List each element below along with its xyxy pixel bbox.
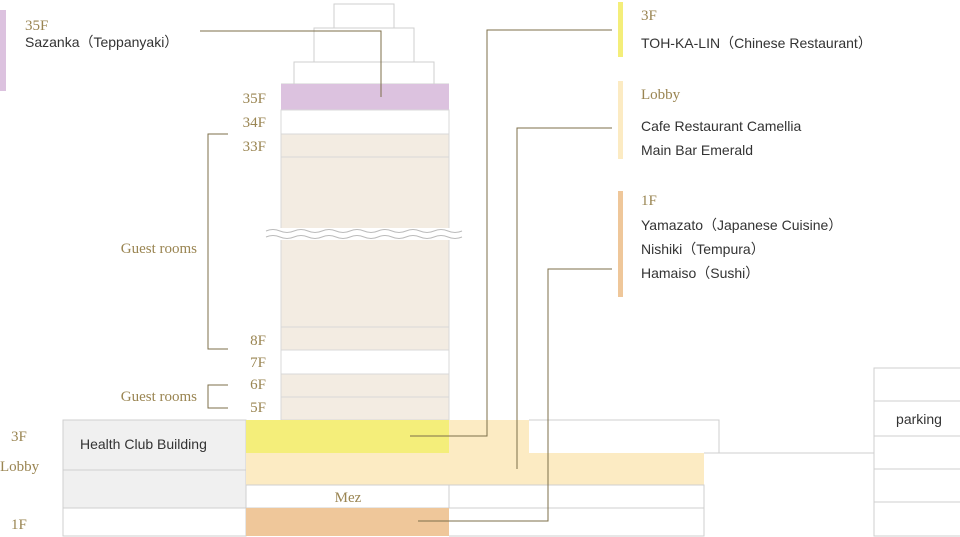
legend-lobby-item: Main Bar Emerald [641, 142, 753, 158]
legend-tohkalin-floor: 3F [641, 8, 657, 24]
legend-sazanka-swatch [0, 10, 6, 91]
leader-lines [200, 29, 612, 522]
leader-1f [418, 268, 612, 522]
floor-label-33f: 33F [243, 139, 266, 155]
floor-break-wave [264, 228, 468, 240]
legend-lobby-swatch [618, 81, 623, 159]
area-lobby[interactable] [246, 453, 704, 485]
floor-label-34f: 34F [243, 115, 266, 131]
floor-label-7f: 7F [250, 355, 266, 371]
floor-34 [280, 109, 450, 135]
level-label-lobby: Lobby [0, 459, 40, 475]
level-label-1f: 1F [11, 517, 27, 533]
upper-wing-outline [529, 419, 720, 453]
legend-1f-swatch [618, 191, 623, 297]
guest-rooms-brackets [207, 133, 228, 409]
legend-tohkalin-swatch [618, 2, 623, 57]
health-club-label: Health Club Building [80, 436, 207, 452]
floor-label-8f: 8F [250, 333, 266, 349]
guest-rooms-lower-label: Guest rooms [121, 389, 197, 405]
area-1f-restaurants[interactable] [246, 508, 449, 536]
guest-rooms-upper-block [280, 133, 450, 351]
guest-rooms-upper-label: Guest rooms [121, 241, 197, 257]
legend-sazanka-floor: 35F [25, 18, 48, 34]
floor-6 [280, 373, 450, 398]
annex-outline [704, 452, 875, 536]
health-club-1f [62, 507, 247, 537]
leader-tohkalin [410, 29, 612, 437]
legend-1f-floor: 1F [641, 193, 657, 209]
leader-sazanka [200, 30, 382, 97]
legend-1f[interactable]: 1F Yamazato（Japanese Cuisine） Nishiki（Te… [618, 191, 842, 297]
legend-sazanka-name: Sazanka（Teppanyaki） [25, 34, 178, 50]
legend-lobby[interactable]: Lobby Cafe Restaurant Camellia Main Bar … [618, 81, 802, 159]
floor-7 [280, 349, 450, 375]
tower [264, 84, 468, 421]
tower-floor-labels: 35F 34F 33F 8F 7F 6F 5F [243, 91, 266, 416]
base-building [62, 367, 960, 537]
leader-lobby [516, 127, 612, 469]
legend-1f-item: Hamaiso（Sushi） [641, 265, 759, 281]
legend-lobby-item: Cafe Restaurant Camellia [641, 118, 802, 134]
floor-35-sazanka[interactable] [281, 84, 449, 110]
legend-lobby-floor: Lobby [641, 87, 681, 103]
tower-crown [281, 3, 449, 85]
ground-building-outline [449, 484, 705, 537]
legend-tohkalin-name: TOH-KA-LIN（Chinese Restaurant） [641, 35, 872, 51]
legend-1f-item: Yamazato（Japanese Cuisine） [641, 217, 842, 233]
floor-5 [280, 396, 450, 421]
floor-label-5f: 5F [250, 400, 266, 416]
floor-label-35f: 35F [243, 91, 266, 107]
parking-building [873, 367, 960, 537]
legend-tohkalin[interactable]: 3F TOH-KA-LIN（Chinese Restaurant） [618, 2, 872, 57]
floor-label-6f: 6F [250, 377, 266, 393]
level-label-3f: 3F [11, 429, 27, 445]
mez-label: Mez [335, 490, 362, 506]
parking-label: parking [896, 411, 942, 427]
legend-sazanka[interactable]: 35F Sazanka（Teppanyaki） [0, 10, 178, 91]
legend-1f-item: Nishiki（Tempura） [641, 241, 765, 257]
